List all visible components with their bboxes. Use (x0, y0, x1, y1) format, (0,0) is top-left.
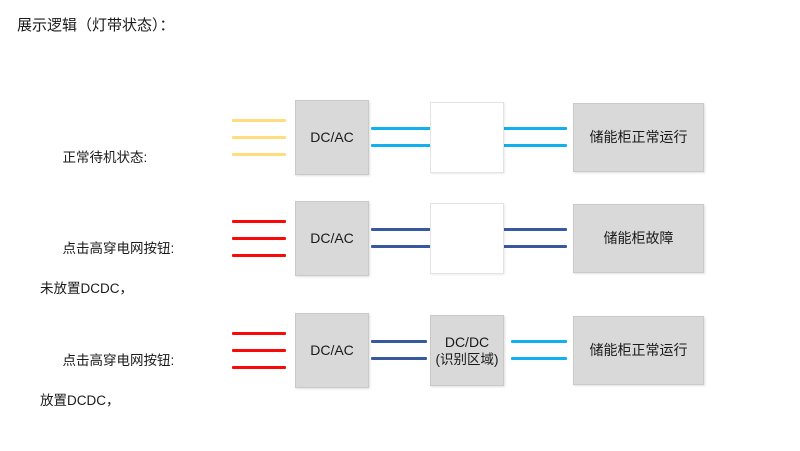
converter-box-placeholder[interactable] (430, 102, 504, 173)
row-label-line1: 点击高穿电网按钮: (62, 241, 175, 256)
red-light-strip (232, 220, 286, 223)
red-light-strip (232, 237, 286, 240)
inverter-box-label: DC/AC (310, 230, 354, 246)
result-box: 储能柜正常运行 (573, 316, 704, 385)
yellow-light-strip (232, 119, 286, 122)
result-box-label: 储能柜正常运行 (589, 129, 688, 145)
cyan-light-strip-group (511, 308, 567, 398)
red-light-strip-group (232, 196, 286, 286)
page-title: 展示逻辑（灯带状态）： (17, 17, 175, 34)
row-label-line2: 未放置DCDC， (40, 281, 133, 296)
red-light-strip-group (232, 308, 286, 398)
dark-blue-light-strip (371, 357, 427, 360)
red-light-strip (232, 254, 286, 257)
inverter-box-dcac[interactable]: DC/AC (295, 201, 369, 276)
result-box: 储能柜正常运行 (573, 103, 704, 172)
yellow-light-strip-group (232, 95, 286, 185)
result-box-label: 储能柜正常运行 (589, 342, 688, 358)
converter-box-dcdc[interactable]: DC/DC (识别区域) (430, 315, 504, 386)
inverter-box-dcac[interactable]: DC/AC (295, 100, 369, 175)
row-label: 点击高穿电网按钮: 未放置DCDC， (40, 219, 174, 339)
dark-blue-light-strip (371, 340, 427, 343)
row-label-line2: 放置DCDC， (40, 393, 120, 408)
diagram-row-normal-standby: 正常待机状态: DC/AC 储能柜正常运行 (0, 95, 800, 185)
yellow-light-strip (232, 153, 286, 156)
row-label: 点击高穿电网按钮: 放置DCDC， (40, 331, 174, 451)
result-box-label: 储能柜故障 (603, 230, 674, 246)
converter-box-placeholder[interactable] (430, 203, 504, 274)
converter-box-sublabel: (识别区域) (435, 351, 499, 367)
row-label-line1: 点击高穿电网按钮: (62, 353, 175, 368)
cyan-light-strip (511, 340, 567, 343)
row-label: 正常待机状态: (40, 128, 148, 188)
inverter-box-dcac[interactable]: DC/AC (295, 313, 369, 388)
red-light-strip (232, 366, 286, 369)
inverter-box-label: DC/AC (310, 342, 354, 358)
converter-box-label: DC/DC (444, 333, 490, 350)
diagram-row-high-ride-through-no-dcdc: 点击高穿电网按钮: 未放置DCDC， DC/AC 储能柜故障 (0, 196, 800, 296)
result-box: 储能柜故障 (573, 204, 704, 273)
red-light-strip (232, 332, 286, 335)
row-label-line1: 正常待机状态: (62, 150, 148, 165)
yellow-light-strip (232, 136, 286, 139)
diagram-row-high-ride-through-with-dcdc: 点击高穿电网按钮: 放置DCDC， DC/AC DC/DC (识别区域) (0, 308, 800, 408)
red-light-strip (232, 349, 286, 352)
cyan-light-strip (511, 357, 567, 360)
dark-blue-light-strip-group (371, 308, 427, 398)
inverter-box-label: DC/AC (310, 129, 354, 145)
